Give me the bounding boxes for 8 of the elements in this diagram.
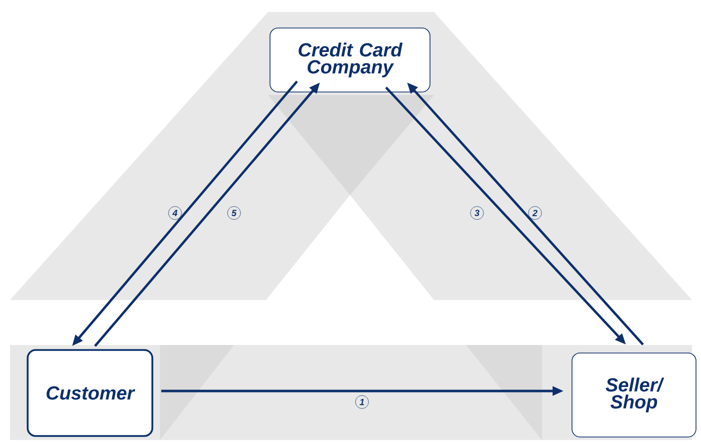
edge-label: 1 <box>355 395 369 409</box>
edge-label: 3 <box>470 206 484 220</box>
edge-label: 2 <box>528 206 542 220</box>
edge-label: 5 <box>227 206 241 220</box>
entity-box: Customer <box>26 349 154 437</box>
entity-box: Credit Card Company <box>270 28 430 92</box>
edge-label: 4 <box>168 206 182 220</box>
entity-box: Seller/ Shop <box>572 352 696 438</box>
